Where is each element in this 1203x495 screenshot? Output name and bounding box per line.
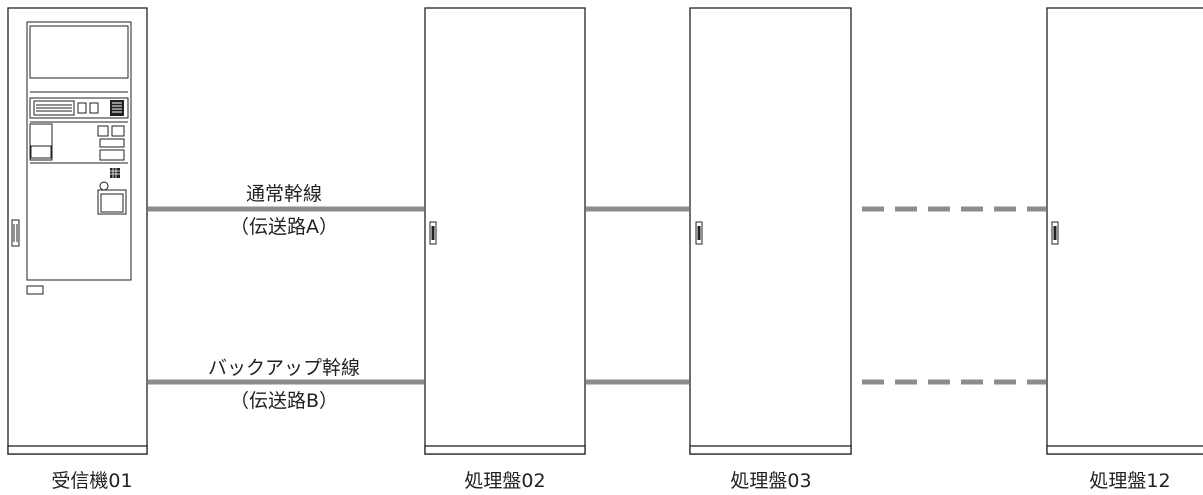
panel02-door-handle <box>429 221 437 245</box>
panel03-label: 処理盤03 <box>730 470 811 492</box>
backup-line-name: バックアップ幹線 <box>208 357 360 379</box>
receiver-control-strip <box>29 97 129 119</box>
receiver-handset <box>97 181 127 215</box>
receiver-keypad <box>110 168 120 178</box>
panel02-label: 処理盤02 <box>464 470 545 492</box>
panel12-door-handle <box>1051 221 1059 245</box>
normal-line-name: 通常幹線 <box>246 183 322 205</box>
panel12-cabinet <box>1046 7 1203 455</box>
panel02-cabinet <box>424 7 586 455</box>
normal-line-path: （伝送路A） <box>230 216 338 238</box>
panel03-door-handle <box>695 221 703 245</box>
receiver-label: 受信機01 <box>51 470 132 492</box>
panel03-cabinet <box>689 7 852 455</box>
receiver-cabinet <box>7 7 148 455</box>
receiver-middle-panel <box>29 123 128 164</box>
receiver-door-handle <box>11 219 20 247</box>
backup-line-path: （伝送路B） <box>230 390 338 412</box>
panel12-label: 処理盤12 <box>1089 470 1170 492</box>
